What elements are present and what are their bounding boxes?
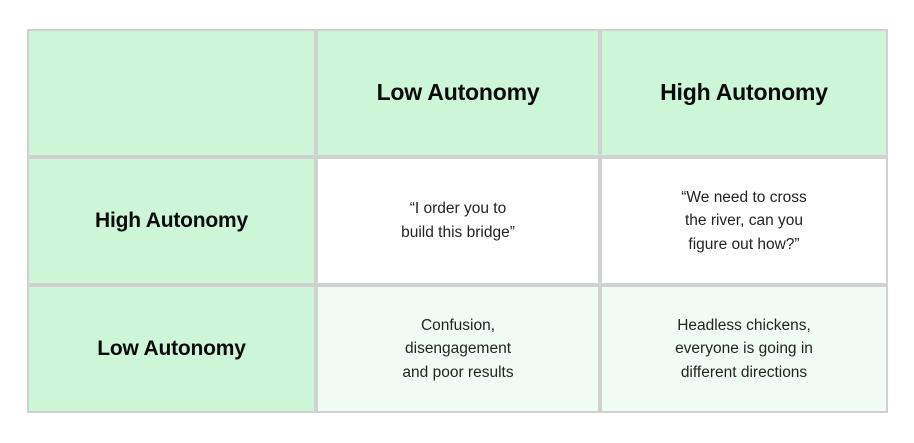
matrix-cell-high-low: “I order you to build this bridge” bbox=[316, 157, 600, 285]
row-header-low-autonomy: Low Autonomy bbox=[27, 285, 316, 413]
matrix-cell-text: Confusion, disengagement and poor result… bbox=[402, 316, 514, 381]
column-header-label: Low Autonomy bbox=[376, 79, 540, 106]
row-header-label: High Autonomy bbox=[95, 209, 248, 233]
matrix-cell-text: Headless chickens, everyone is going in … bbox=[675, 316, 813, 381]
matrix-cell-low-high: Headless chickens, everyone is going in … bbox=[600, 285, 888, 413]
matrix-cell-low-low: Confusion, disengagement and poor result… bbox=[316, 285, 600, 413]
matrix-header-row: Low Autonomy High Autonomy bbox=[27, 29, 888, 157]
autonomy-matrix-container: Low Autonomy High Autonomy High Autonomy… bbox=[27, 29, 888, 413]
matrix-row-low-autonomy: Low Autonomy Confusion, disengagement an… bbox=[27, 285, 888, 413]
column-header-high-autonomy: High Autonomy bbox=[600, 29, 888, 157]
column-header-low-autonomy: Low Autonomy bbox=[316, 29, 600, 157]
matrix-corner-cell bbox=[27, 29, 316, 157]
matrix-cell-high-high: “We need to cross the river, can you fig… bbox=[600, 157, 888, 285]
row-header-label: Low Autonomy bbox=[97, 337, 246, 361]
column-header-label: High Autonomy bbox=[660, 79, 828, 106]
matrix-cell-text: “We need to cross the river, can you fig… bbox=[681, 188, 807, 253]
autonomy-matrix-table: Low Autonomy High Autonomy High Autonomy… bbox=[27, 29, 888, 413]
matrix-cell-text: “I order you to build this bridge” bbox=[401, 200, 515, 241]
row-header-high-autonomy: High Autonomy bbox=[27, 157, 316, 285]
matrix-row-high-autonomy: High Autonomy “I order you to build this… bbox=[27, 157, 888, 285]
